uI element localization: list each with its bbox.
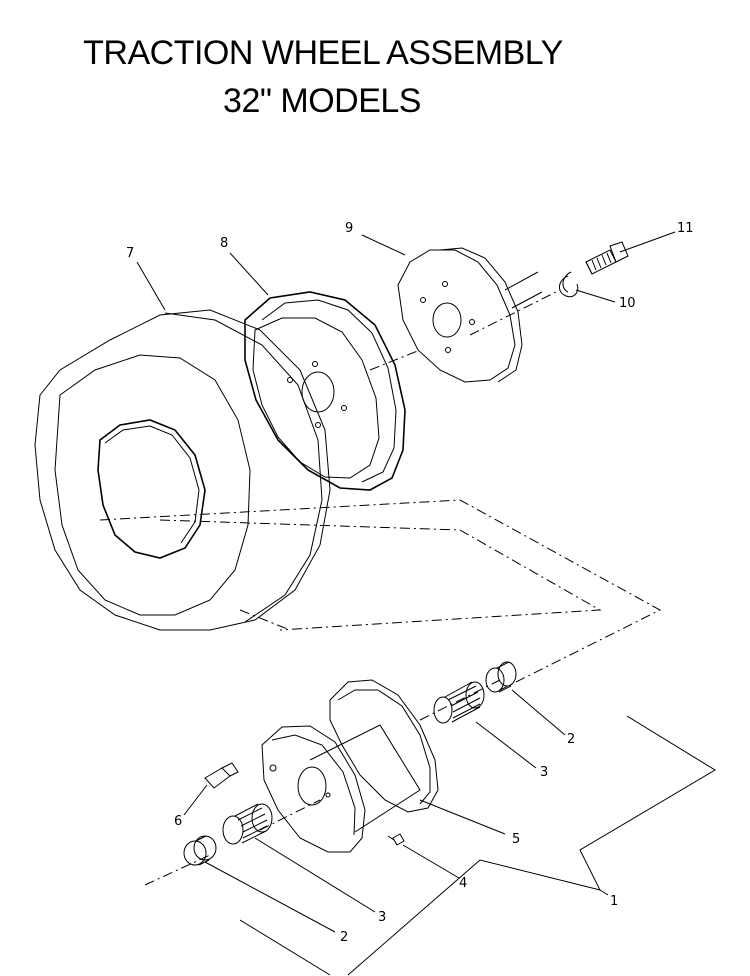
- callout-7: 7: [126, 246, 134, 261]
- grease-fitting: [387, 833, 405, 846]
- callout-2-lower: 2: [340, 930, 348, 945]
- seal-upper: [485, 661, 517, 693]
- seal-lower: [183, 835, 217, 866]
- callout-3-upper: 3: [540, 765, 548, 780]
- bearing-upper: [433, 681, 485, 724]
- callout-9: 9: [345, 221, 353, 236]
- valve-stem: [204, 762, 239, 789]
- callout-6: 6: [174, 814, 182, 829]
- bearing-lower: [222, 803, 273, 845]
- tire: [34, 309, 331, 631]
- callout-1: 1: [610, 894, 618, 909]
- callout-3-lower: 3: [378, 910, 386, 925]
- title-line-2: 32" MODELS: [223, 82, 421, 120]
- lock-washer: [559, 271, 579, 298]
- callout-8: 8: [220, 236, 228, 251]
- callout-2-upper: 2: [567, 732, 575, 747]
- callout-5: 5: [512, 832, 520, 847]
- leader-lines: [136, 231, 676, 933]
- callout-10: 10: [619, 296, 636, 311]
- bolt: [585, 241, 629, 275]
- title-line-1: TRACTION WHEEL ASSEMBLY: [83, 34, 563, 72]
- wheel-rim: [244, 291, 406, 491]
- axle-bracket-outline: [239, 715, 716, 976]
- assembly-centerline-dashed: [99, 289, 662, 886]
- callout-11: 11: [677, 221, 694, 236]
- hub-disc: [397, 247, 543, 383]
- callout-4: 4: [459, 876, 467, 891]
- hub: [261, 679, 439, 853]
